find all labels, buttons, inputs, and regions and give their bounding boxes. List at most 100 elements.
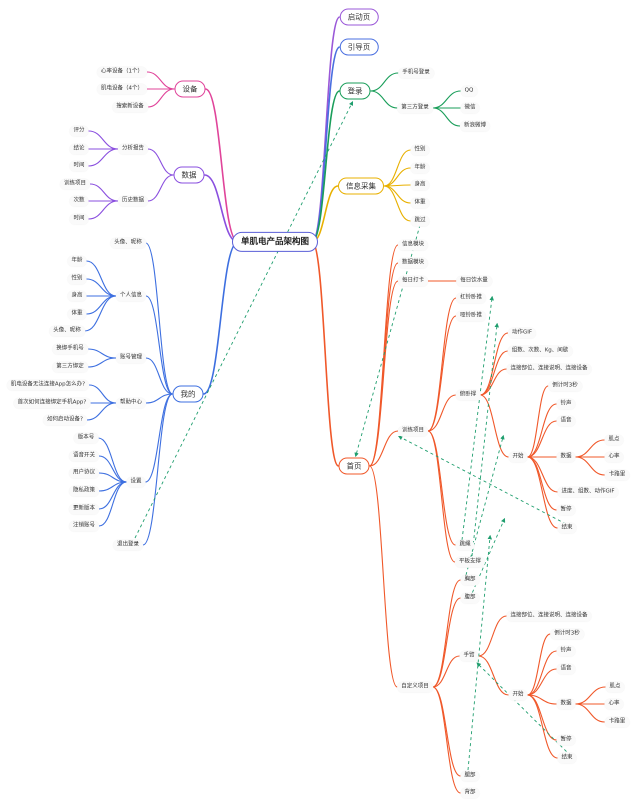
connector-line: [84, 295, 117, 332]
root-node[interactable]: 单肌电产品架构图: [231, 231, 319, 253]
leaf-node[interactable]: 身高: [67, 290, 87, 302]
branch-node[interactable]: 引导页: [339, 38, 379, 56]
leaf-node[interactable]: 语音开关: [68, 450, 100, 462]
branch-node[interactable]: 首页: [338, 457, 370, 475]
leaf-node[interactable]: 分析报告: [117, 143, 149, 155]
leaf-node[interactable]: 铃声: [556, 398, 576, 410]
branch-node[interactable]: 数据: [173, 166, 205, 184]
leaf-node[interactable]: 数据模块: [397, 257, 429, 269]
leaf-node[interactable]: 心率设备（1个）: [97, 66, 147, 78]
leaf-node[interactable]: 身高: [410, 179, 430, 191]
leaf-node[interactable]: 手机号登录: [398, 67, 434, 79]
leaf-node[interactable]: 开始: [508, 451, 528, 463]
leaf-node[interactable]: 换绑手机号: [52, 343, 88, 355]
leaf-node[interactable]: 卡路里: [604, 469, 630, 481]
leaf-node[interactable]: 倒计时3秒: [550, 628, 584, 640]
leaf-node[interactable]: 训练项目: [59, 178, 91, 190]
leaf-node[interactable]: 隐私政策: [68, 485, 100, 497]
branch-node[interactable]: 登录: [339, 82, 371, 100]
leaf-node[interactable]: 腹部: [460, 592, 480, 604]
leaf-node[interactable]: 心率: [604, 451, 624, 463]
leaf-node[interactable]: 帮助中心: [115, 397, 147, 409]
leaf-node[interactable]: 肌点: [605, 681, 625, 693]
leaf-node[interactable]: 心率: [604, 698, 624, 710]
leaf-node[interactable]: 铃声: [556, 645, 576, 657]
connector-line: [89, 384, 117, 404]
leaf-node[interactable]: 数据: [556, 451, 576, 463]
leaf-node[interactable]: 训练项目: [397, 425, 429, 437]
leaf-node[interactable]: 结论: [69, 143, 89, 155]
leaf-node[interactable]: 结束: [557, 752, 577, 764]
leaf-node[interactable]: 进度、组数、动作GIF: [557, 486, 619, 498]
leaf-node[interactable]: 性别: [410, 144, 430, 156]
leaf-node[interactable]: 头像、昵称: [110, 237, 146, 249]
leaf-node[interactable]: 暂停: [556, 504, 576, 516]
leaf-node[interactable]: 次数: [69, 195, 89, 207]
leaf-node[interactable]: 背部: [460, 787, 480, 799]
leaf-node[interactable]: QQ: [460, 85, 478, 97]
leaf-node[interactable]: 设置: [126, 476, 146, 488]
leaf-node[interactable]: 肌点: [604, 434, 624, 446]
connector-line: [145, 357, 173, 395]
leaf-node[interactable]: 腿部: [460, 770, 480, 782]
leaf-node[interactable]: 每日饮水量: [456, 275, 492, 287]
leaf-node[interactable]: 手臂: [459, 650, 479, 662]
leaf-node[interactable]: 俯卧撑: [455, 389, 481, 401]
leaf-node[interactable]: 数据: [556, 698, 576, 710]
leaf-node[interactable]: 哑铃卧推: [455, 310, 487, 322]
leaf-node[interactable]: 跳过: [410, 215, 430, 227]
leaf-node[interactable]: 用户协议: [68, 467, 100, 479]
leaf-node[interactable]: 头像、昵称: [49, 325, 85, 337]
branch-node[interactable]: 设备: [174, 80, 206, 98]
leaf-node[interactable]: 语音: [556, 663, 576, 675]
leaf-node[interactable]: 注销账号: [68, 520, 100, 532]
leaf-node[interactable]: 年龄: [410, 162, 430, 174]
leaf-node[interactable]: 动作GIF: [507, 327, 537, 339]
leaf-node[interactable]: 更新版本: [68, 503, 100, 515]
leaf-node[interactable]: 卡路里: [604, 716, 630, 728]
leaf-node[interactable]: 暂停: [556, 734, 576, 746]
leaf-node[interactable]: 时间: [69, 160, 89, 172]
leaf-node[interactable]: 开始: [508, 689, 528, 701]
leaf-node[interactable]: 杠铃卧推: [455, 292, 487, 304]
leaf-node[interactable]: 肌电设备无法连接App怎么办?: [6, 379, 90, 391]
leaf-node[interactable]: 年龄: [67, 255, 87, 267]
leaf-node[interactable]: 结束: [557, 522, 577, 534]
leaf-node[interactable]: 倒计时3秒: [548, 380, 582, 392]
leaf-node[interactable]: 如何启动设备?: [43, 414, 87, 426]
connector-line: [368, 465, 398, 688]
leaf-node[interactable]: 肌电设备（4个）: [97, 83, 147, 95]
leaf-node[interactable]: 账号管理: [115, 352, 147, 364]
leaf-node[interactable]: 评分: [69, 125, 89, 137]
leaf-node[interactable]: 时间: [69, 213, 89, 225]
leaf-node[interactable]: 自定义项目: [397, 681, 433, 693]
leaf-node[interactable]: 首次如何连接绑定手机App?: [13, 397, 91, 409]
leaf-node[interactable]: 第三方绑定: [52, 361, 88, 373]
connector-line: [311, 241, 340, 467]
leaf-node[interactable]: 平板支撑: [454, 556, 486, 568]
leaf-node[interactable]: 搜索新设备: [112, 101, 148, 113]
leaf-node[interactable]: 跳绳: [455, 539, 475, 551]
leaf-node[interactable]: 信息模块: [397, 239, 429, 251]
leaf-node[interactable]: 体重: [410, 197, 430, 209]
branch-node[interactable]: 信息采集: [338, 177, 384, 195]
leaf-node[interactable]: 微信: [460, 102, 480, 114]
leaf-node[interactable]: 组数、次数、Kg、间歇: [507, 345, 573, 357]
branch-node[interactable]: 我的: [172, 385, 204, 403]
leaf-node[interactable]: 历史数据: [117, 195, 149, 207]
branch-node[interactable]: 启动页: [339, 8, 379, 26]
leaf-node[interactable]: 性别: [67, 273, 87, 285]
connector-line: [368, 262, 399, 467]
leaf-node[interactable]: 连接部位、连接说明、连接设备: [506, 610, 592, 622]
leaf-node[interactable]: 个人信息: [115, 290, 147, 302]
leaf-node[interactable]: 第三方登录: [397, 102, 433, 114]
leaf-node[interactable]: 每日打卡: [397, 275, 429, 287]
leaf-node[interactable]: 退出登录: [112, 539, 144, 551]
leaf-node[interactable]: 新浪微博: [459, 120, 491, 132]
leaf-node[interactable]: 连接部位、连接说明、连接设备: [506, 363, 592, 375]
leaf-node[interactable]: 语音: [556, 415, 576, 427]
leaf-node[interactable]: 胸部: [460, 574, 480, 586]
connector-line: [142, 393, 173, 546]
leaf-node[interactable]: 体重: [67, 308, 87, 320]
leaf-node[interactable]: 版本号: [73, 432, 99, 444]
